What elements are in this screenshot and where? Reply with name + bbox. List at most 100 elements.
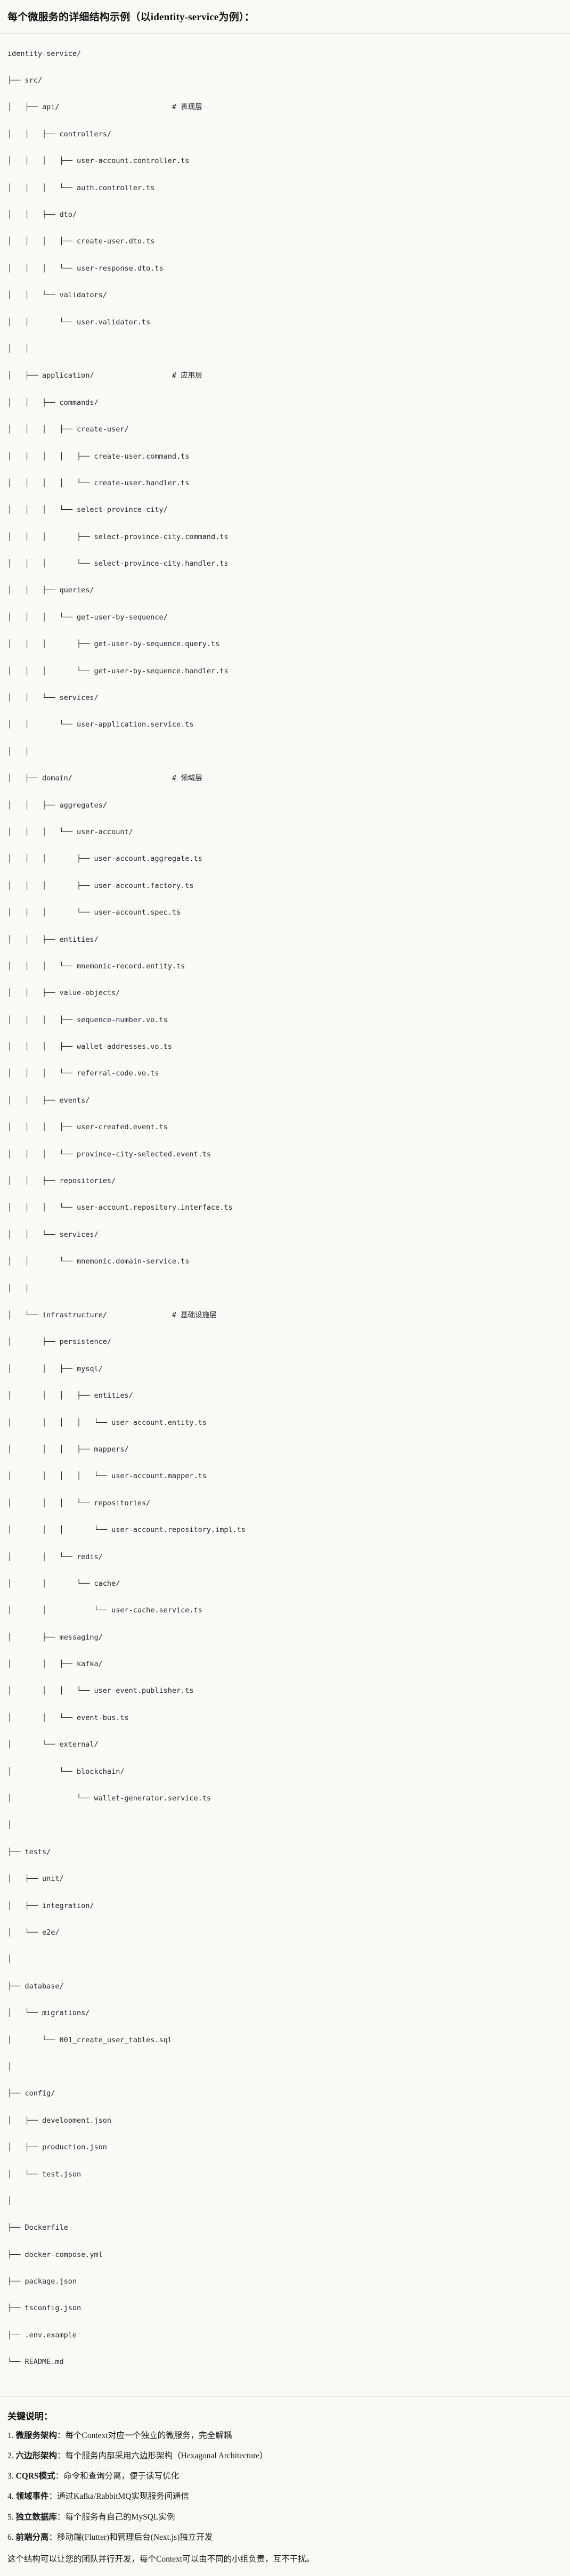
tree-line: │ bbox=[7, 1955, 12, 1964]
tree-line: │ └── external/ bbox=[7, 1740, 99, 1749]
tree-line: └── README.md bbox=[7, 2358, 64, 2367]
key-note-description: 通过Kafka/RabbitMQ实现服务间通信 bbox=[57, 2492, 190, 2501]
key-note-item: CQRS模式：命令和查询分离，便于读写优化 bbox=[7, 2470, 563, 2482]
tree-line: │ ├── production.json bbox=[7, 2143, 107, 2152]
key-note-item: 领域事件：通过Kafka/RabbitMQ实现服务间通信 bbox=[7, 2490, 563, 2502]
tree-line: │ │ ├── dto/ bbox=[7, 210, 77, 219]
tree-line: │ │ └── user-application.service.ts bbox=[7, 720, 194, 729]
tree-line: │ │ └── user.validator.ts bbox=[7, 317, 151, 327]
tree-line: │ ├── development.json bbox=[7, 2116, 112, 2125]
tree-line: │ └── test.json bbox=[7, 2170, 82, 2179]
divider-top bbox=[0, 32, 570, 34]
page-header: 每个微服务的详细结构示例（以identity-service为例）： bbox=[0, 0, 570, 33]
tree-line: │ └── 001_create_user_tables.sql bbox=[7, 2035, 172, 2044]
tree-line: │ │ └── mnemonic.domain-service.ts bbox=[7, 1257, 190, 1266]
key-note-item: 六边形架构：每个服务内部采用六边形架构（Hexagonal Architectu… bbox=[7, 2450, 563, 2462]
tree-line: │ └── wallet-generator.service.ts bbox=[7, 1794, 211, 1803]
tree-line: │ ├── messaging/ bbox=[7, 1633, 103, 1642]
tree-line: │ │ └── event-bus.ts bbox=[7, 1713, 129, 1722]
tree-line: │ └── infrastructure/ # 基础设施层 bbox=[7, 1311, 217, 1319]
tree-layer-comment: # 领域层 bbox=[172, 774, 202, 783]
tree-line: │ │ │ └── user-account/ bbox=[7, 827, 133, 836]
directory-tree-block: identity-service/ ├── src/ │ ├── api/ # … bbox=[0, 33, 570, 2396]
key-note-term: 独立数据库 bbox=[15, 2512, 58, 2522]
tree-line: │ │ └── redis/ bbox=[7, 1552, 103, 1561]
page-title: 每个微服务的详细结构示例（以identity-service为例）： bbox=[7, 12, 255, 23]
tree-line: │ │ │ ├── user-account.aggregate.ts bbox=[7, 854, 202, 863]
tree-line: │ │ │ └── get-user-by-sequence.handler.t… bbox=[7, 666, 229, 675]
key-note-description: 每个Context对应一个独立的微服务，完全解耦 bbox=[65, 2431, 232, 2440]
tree-line: │ │ │ │ ├── create-user.command.ts bbox=[7, 452, 190, 461]
tree-line: identity-service/ bbox=[7, 49, 82, 58]
tree-line: ├── tests/ bbox=[7, 1847, 51, 1856]
tree-line: │ ├── unit/ bbox=[7, 1874, 64, 1884]
tree-line: │ bbox=[7, 1821, 12, 1830]
tree-line: │ │ │ ├── sequence-number.vo.ts bbox=[7, 1015, 168, 1024]
tree-line: ├── Dockerfile bbox=[7, 2223, 68, 2232]
tree-line: │ │ └── validators/ bbox=[7, 291, 107, 300]
tree-line: ├── tsconfig.json bbox=[7, 2304, 82, 2313]
tree-line: │ │ │ │ └── create-user.handler.ts bbox=[7, 478, 190, 487]
tree-line: ├── src/ bbox=[7, 76, 43, 85]
tree-line: │ │ │ ├── mappers/ bbox=[7, 1445, 129, 1454]
tree-line: │ │ │ └── select-province-city/ bbox=[7, 506, 168, 515]
tree-line: │ │ │ ├── wallet-addresses.vo.ts bbox=[7, 1042, 172, 1051]
tree-line: │ │ │ └── user-event.publisher.ts bbox=[7, 1686, 194, 1695]
tree-line: │ │ │ │ └── user-account.mapper.ts bbox=[7, 1472, 207, 1481]
tree-line: │ │ │ └── user-account.spec.ts bbox=[7, 908, 181, 917]
tree-line: │ ├── api/ # 表现层 bbox=[7, 103, 202, 112]
key-note-separator: ： bbox=[48, 2532, 58, 2542]
tree-line: │ │ ├── kafka/ bbox=[7, 1660, 103, 1669]
tree-line: │ │ ├── entities/ bbox=[7, 935, 99, 944]
tree-line: ├── docker-compose.yml bbox=[7, 2250, 103, 2259]
key-note-term: 六边形架构 bbox=[15, 2451, 58, 2460]
key-note-separator: ： bbox=[57, 2512, 66, 2522]
tree-line: │ bbox=[7, 2062, 12, 2071]
key-note-description: 每个服务有自己的MySQL实例 bbox=[65, 2512, 175, 2522]
tree-line: │ │ └── services/ bbox=[7, 1230, 99, 1239]
tree-line: │ │ │ ├── create-user/ bbox=[7, 425, 129, 434]
closing-statement: 这个结构可以让您的团队并行开发，每个Context可以由不同的小组负责，互不干扰… bbox=[7, 2555, 315, 2564]
tree-line: │ │ │ └── user-response.dto.ts bbox=[7, 264, 164, 273]
tree-line: │ bbox=[7, 2196, 12, 2205]
tree-line: │ ├── integration/ bbox=[7, 1901, 94, 1910]
tree-line: │ │ ├── repositories/ bbox=[7, 1177, 116, 1186]
key-notes-title: 关键说明： bbox=[7, 2411, 53, 2422]
tree-line: │ │ │ └── get-user-by-sequence/ bbox=[7, 613, 168, 622]
key-note-separator: ： bbox=[57, 2431, 66, 2440]
tree-line: │ │ │ ├── entities/ bbox=[7, 1391, 133, 1400]
tree-line: ├── database/ bbox=[7, 1982, 64, 1991]
key-note-description: 命令和查询分离，便于读写优化 bbox=[63, 2472, 180, 2481]
tree-line: │ ├── application/ # 应用层 bbox=[7, 371, 202, 380]
tree-line: │ │ │ └── auth.controller.ts bbox=[7, 183, 155, 192]
tree-line: │ │ │ └── mnemonic-record.entity.ts bbox=[7, 961, 185, 971]
tree-line: │ │ │ └── user-account.repository.interf… bbox=[7, 1203, 233, 1212]
tree-line: │ └── e2e/ bbox=[7, 1928, 60, 1937]
tree-line: │ │ ├── events/ bbox=[7, 1096, 90, 1105]
tree-layer-comment: # 基础设施层 bbox=[172, 1311, 217, 1319]
tree-line: │ │ │ └── user-account.repository.impl.t… bbox=[7, 1526, 246, 1535]
tree-line: │ │ │ └── referral-code.vo.ts bbox=[7, 1069, 159, 1078]
key-note-item: 微服务架构：每个Context对应一个独立的微服务，完全解耦 bbox=[7, 2430, 563, 2442]
key-note-term: CQRS模式 bbox=[15, 2472, 55, 2481]
tree-line: │ │ ├── value-objects/ bbox=[7, 989, 120, 998]
tree-line: │ │ │ ├── user-account.controller.ts bbox=[7, 157, 190, 166]
tree-line: │ │ │ ├── user-account.factory.ts bbox=[7, 881, 194, 890]
tree-line: │ │ ├── aggregates/ bbox=[7, 801, 107, 810]
tree-line: │ │ ├── mysql/ bbox=[7, 1364, 103, 1373]
tree-line: │ │ bbox=[7, 747, 29, 756]
key-note-term: 领域事件 bbox=[15, 2492, 49, 2501]
tree-line: │ │ │ ├── create-user.dto.ts bbox=[7, 237, 155, 246]
tree-line: │ │ ├── queries/ bbox=[7, 586, 94, 595]
tree-line: │ │ │ ├── user-created.event.ts bbox=[7, 1123, 168, 1132]
tree-line: │ ├── persistence/ bbox=[7, 1338, 112, 1347]
key-note-term: 前端分离 bbox=[15, 2532, 49, 2542]
key-note-item: 前端分离：移动端(Flutter)和管理后台(Next.js)独立开发 bbox=[7, 2531, 563, 2544]
tree-line: │ │ └── user-cache.service.ts bbox=[7, 1606, 202, 1615]
tree-line: ├── .env.example bbox=[7, 2330, 77, 2339]
key-note-separator: ： bbox=[57, 2451, 66, 2460]
key-note-term: 微服务架构 bbox=[15, 2431, 58, 2440]
tree-line: │ └── migrations/ bbox=[7, 2009, 90, 2018]
tree-layer-comment: # 应用层 bbox=[172, 371, 202, 380]
tree-line: │ │ │ └── repositories/ bbox=[7, 1498, 151, 1507]
